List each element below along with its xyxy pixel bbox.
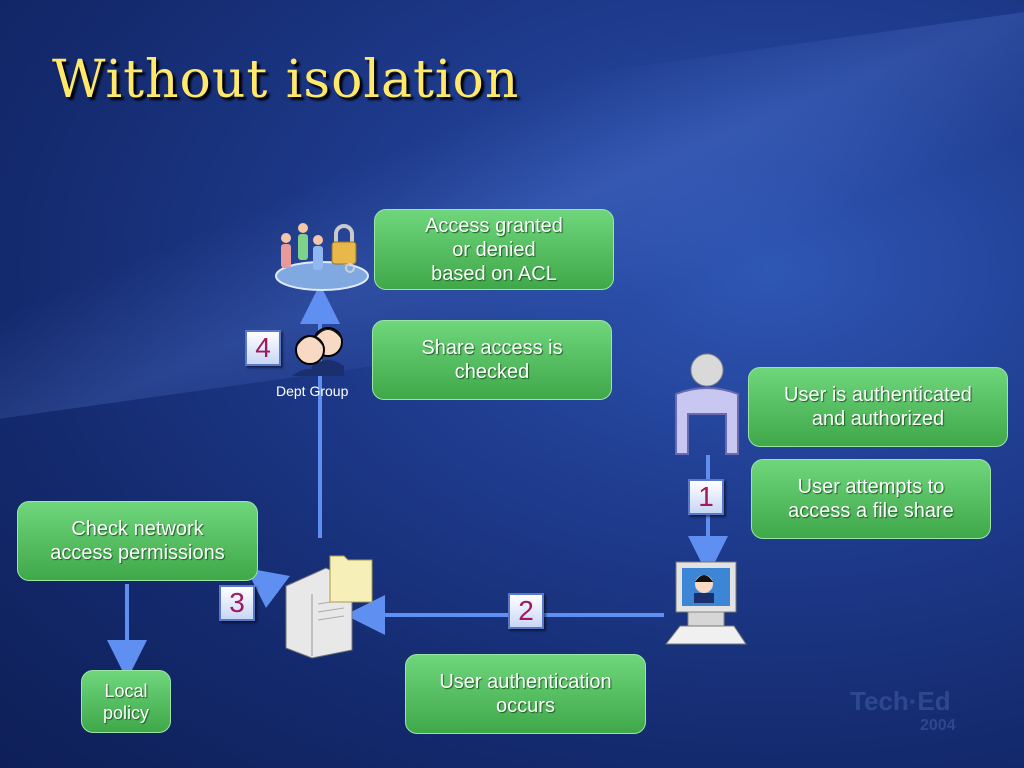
- user-authenticated-box: User is authenticated and authorized: [748, 367, 1008, 447]
- dept-group-label: Dept Group: [276, 383, 349, 399]
- step-1-badge: 1: [688, 479, 724, 515]
- share-access-box: Share access is checked: [372, 320, 612, 400]
- file-server-icon: [285, 555, 373, 659]
- acl-users-lock-icon: [275, 223, 369, 291]
- step-2-badge: 2: [508, 593, 544, 629]
- step-4-badge: 4: [245, 330, 281, 366]
- user-attempts-box: User attempts to access a file share: [751, 459, 991, 539]
- user-auth-occurs-box: User authentication occurs: [405, 654, 646, 734]
- teched-watermark: Tech·Ed 2004: [850, 686, 956, 734]
- step-3-badge: 3: [219, 585, 255, 621]
- user-icon: [675, 353, 739, 455]
- check-network-box: Check network access permissions: [17, 501, 258, 581]
- dept-group-icon: [292, 327, 344, 376]
- workstation-icon: [664, 561, 747, 645]
- access-granted-box: Access granted or denied based on ACL: [374, 209, 614, 290]
- arrow-server-to-check: [246, 568, 290, 608]
- local-policy-box: Local policy: [81, 670, 171, 733]
- slide-title: Without isolation: [52, 50, 520, 110]
